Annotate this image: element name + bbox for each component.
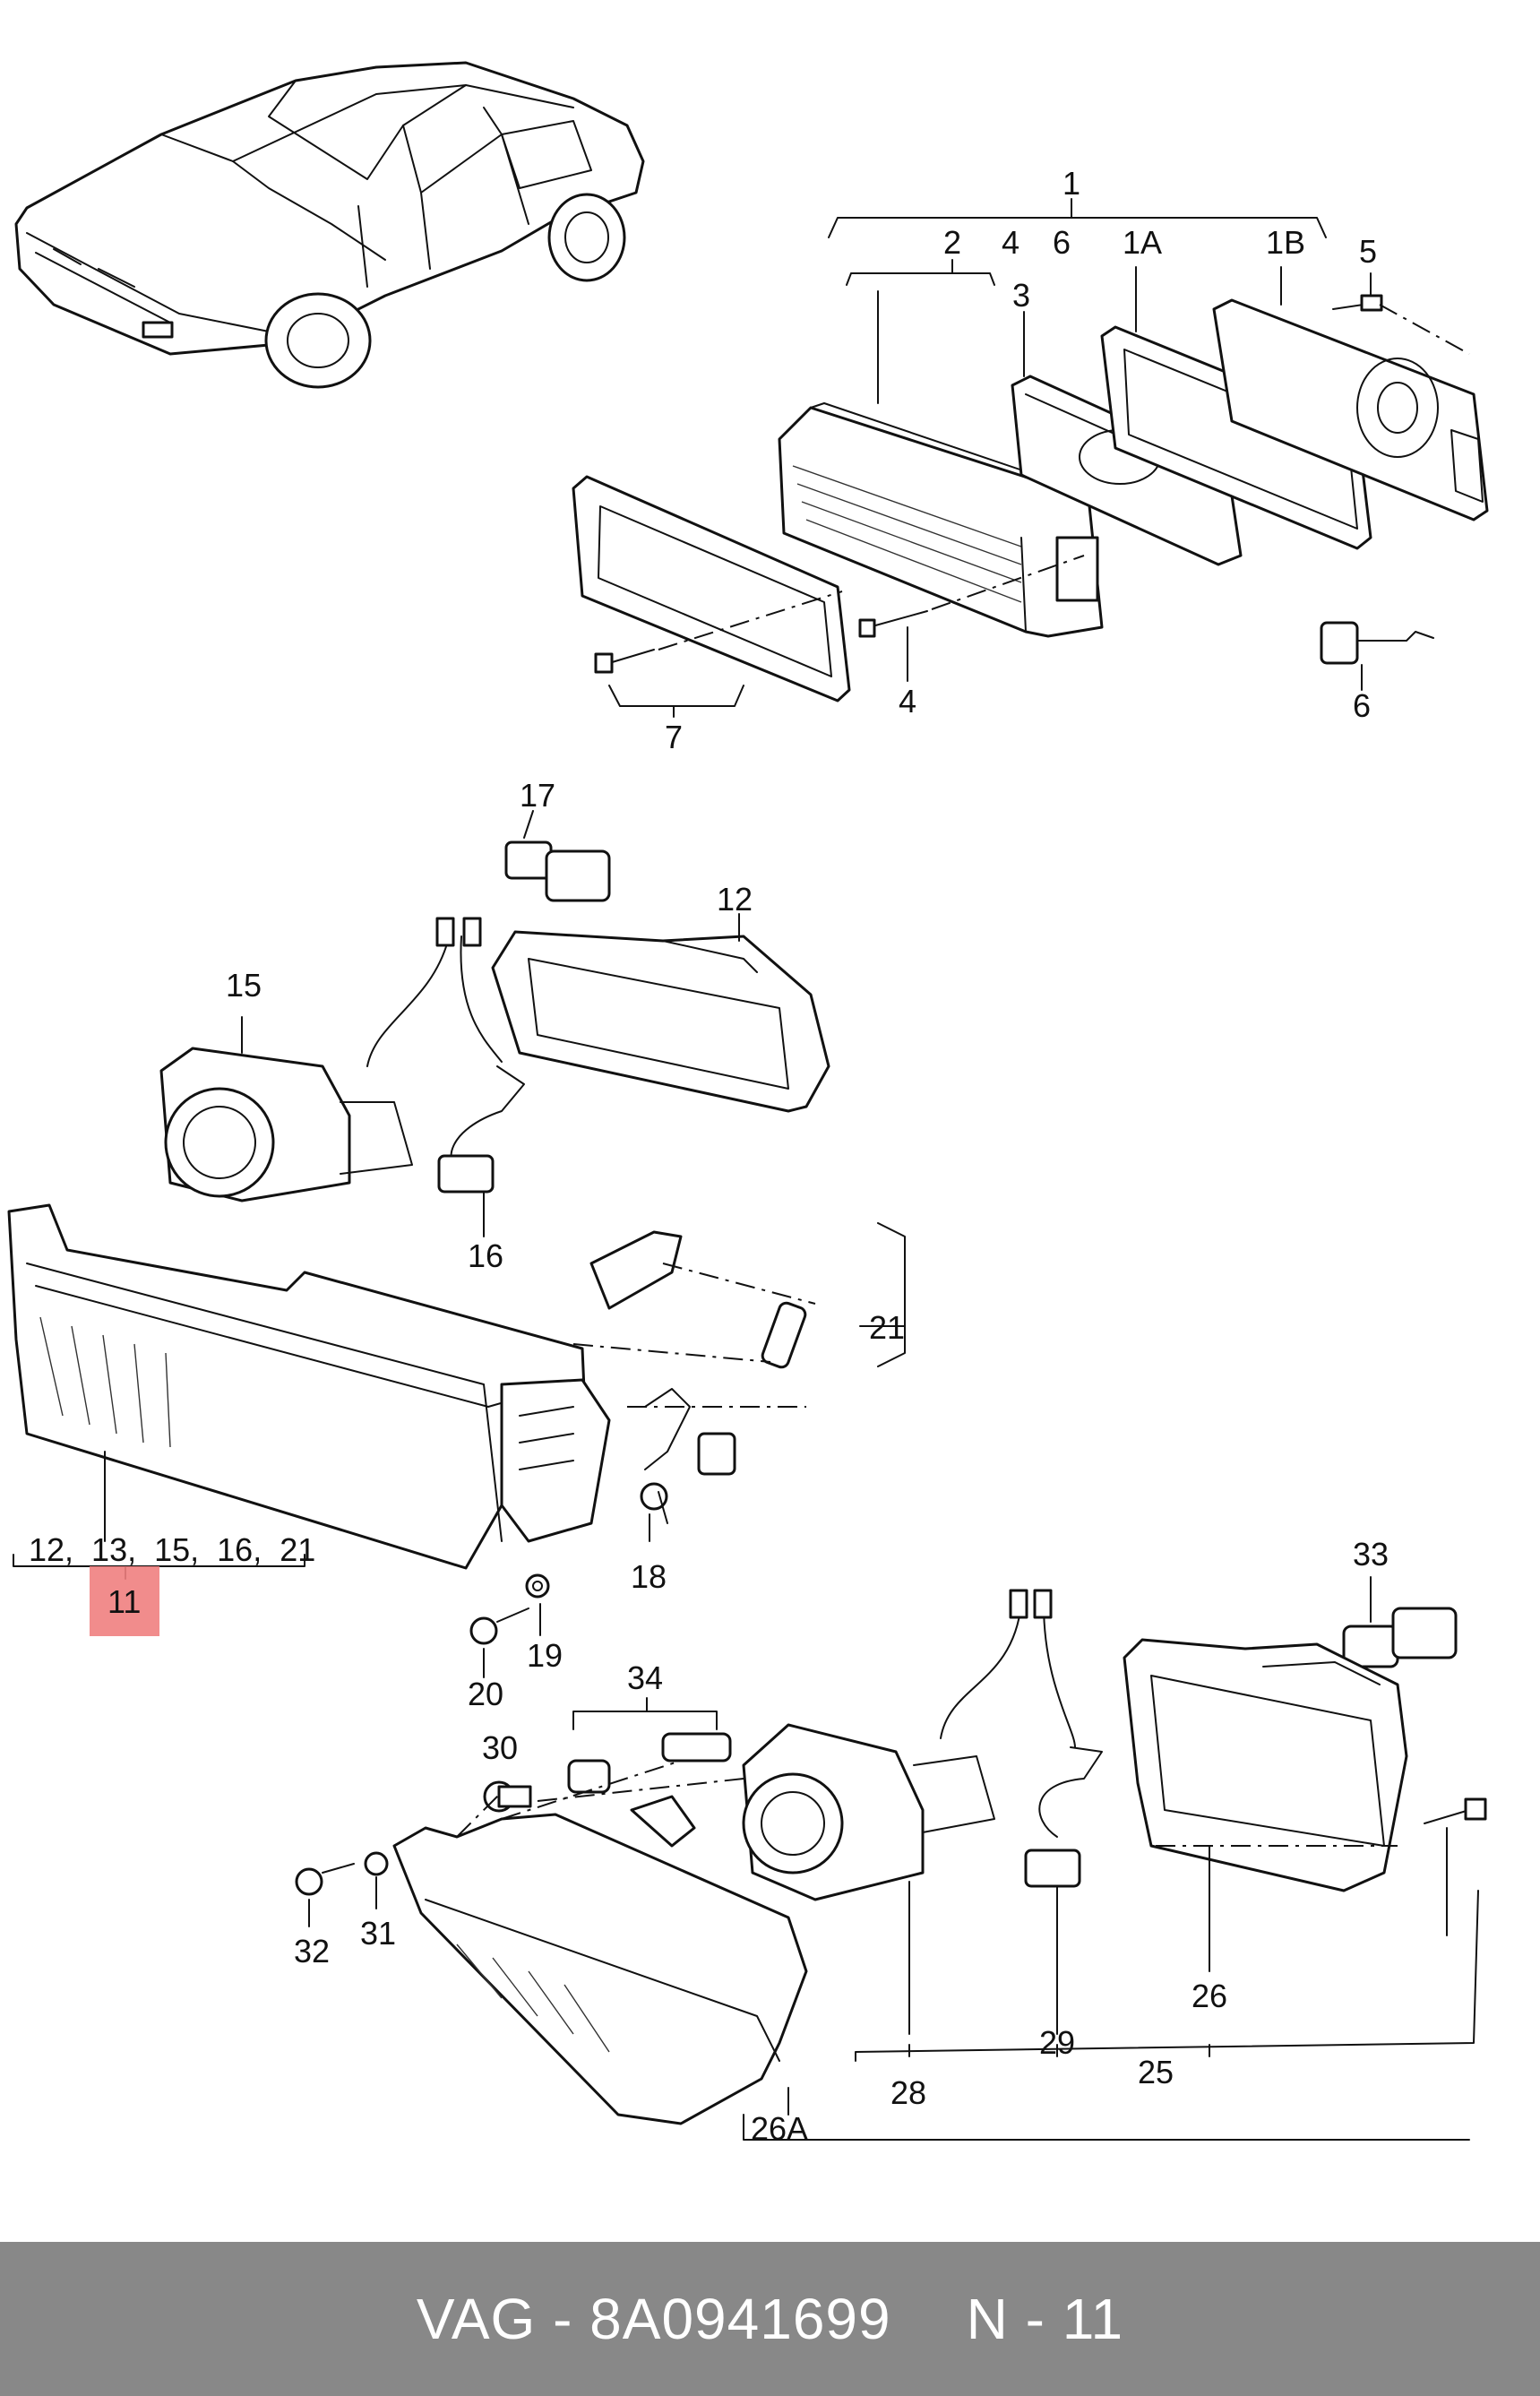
callout-6-top: 6 (1053, 224, 1071, 261)
footer-part-number: 8A0941699 (589, 2287, 891, 2351)
car-illustration (14, 61, 645, 389)
callout-26A: 26A (751, 2110, 808, 2147)
highlight-box (90, 1566, 159, 1636)
callout-4-top: 4 (1002, 224, 1019, 261)
callout-20: 20 (468, 1676, 503, 1712)
rear-lamp-assembly (572, 198, 1489, 718)
callout-parts-list: 12, 13, 15, 16, 21 (29, 1531, 315, 1568)
parts-diagram-svg: 1 2 4 6 1A 1B 5 3 4 6 7 17 12 15 16 21 1… (7, 61, 1489, 2147)
callout-21: 21 (869, 1309, 905, 1346)
callout-3: 3 (1012, 277, 1030, 314)
callout-1A: 1A (1123, 224, 1162, 261)
callout-26: 26 (1192, 1978, 1227, 2014)
callout-4-bottom: 4 (899, 683, 916, 720)
callout-31: 31 (360, 1915, 396, 1952)
callout-2: 2 (943, 224, 961, 261)
footer-bar: VAG - 8A0941699 N - 11 (0, 2242, 1540, 2396)
callout-19: 19 (527, 1637, 563, 1674)
front-fog-lamp-assembly (7, 810, 906, 1678)
callout-18: 18 (631, 1558, 667, 1595)
callout-34: 34 (627, 1659, 663, 1696)
callout-5: 5 (1359, 233, 1377, 270)
callout-11: 11 (108, 1583, 141, 1620)
callout-28: 28 (890, 2074, 926, 2111)
footer-text: VAG - 8A0941699 N - 11 (417, 2286, 1123, 2352)
callout-30: 30 (482, 1729, 518, 1766)
callout-16: 16 (468, 1237, 503, 1274)
callout-15: 15 (226, 967, 262, 1004)
callout-33: 33 (1353, 1536, 1389, 1573)
callout-25: 25 (1138, 2054, 1174, 2090)
callout-32: 32 (294, 1933, 330, 1969)
callout-7: 7 (665, 719, 683, 755)
callout-12: 12 (717, 881, 753, 918)
callout-6-bottom: 6 (1353, 687, 1371, 724)
callout-1B: 1B (1266, 224, 1305, 261)
callout-29: 29 (1039, 2024, 1075, 2061)
parts-diagram: 1 2 4 6 1A 1B 5 3 4 6 7 17 12 15 16 21 1… (7, 61, 1489, 2147)
callout-17: 17 (520, 777, 555, 814)
footer-brand: VAG (416, 2287, 537, 2351)
fog-lamp-assembly-lower (295, 1576, 1487, 2141)
footer-position: N - 11 (966, 2287, 1124, 2351)
callout-1: 1 (1063, 165, 1080, 202)
footer-separator: - (536, 2287, 590, 2351)
callout-labels: 1 2 4 6 1A 1B 5 3 4 6 7 17 12 15 16 21 1… (29, 165, 1389, 2147)
